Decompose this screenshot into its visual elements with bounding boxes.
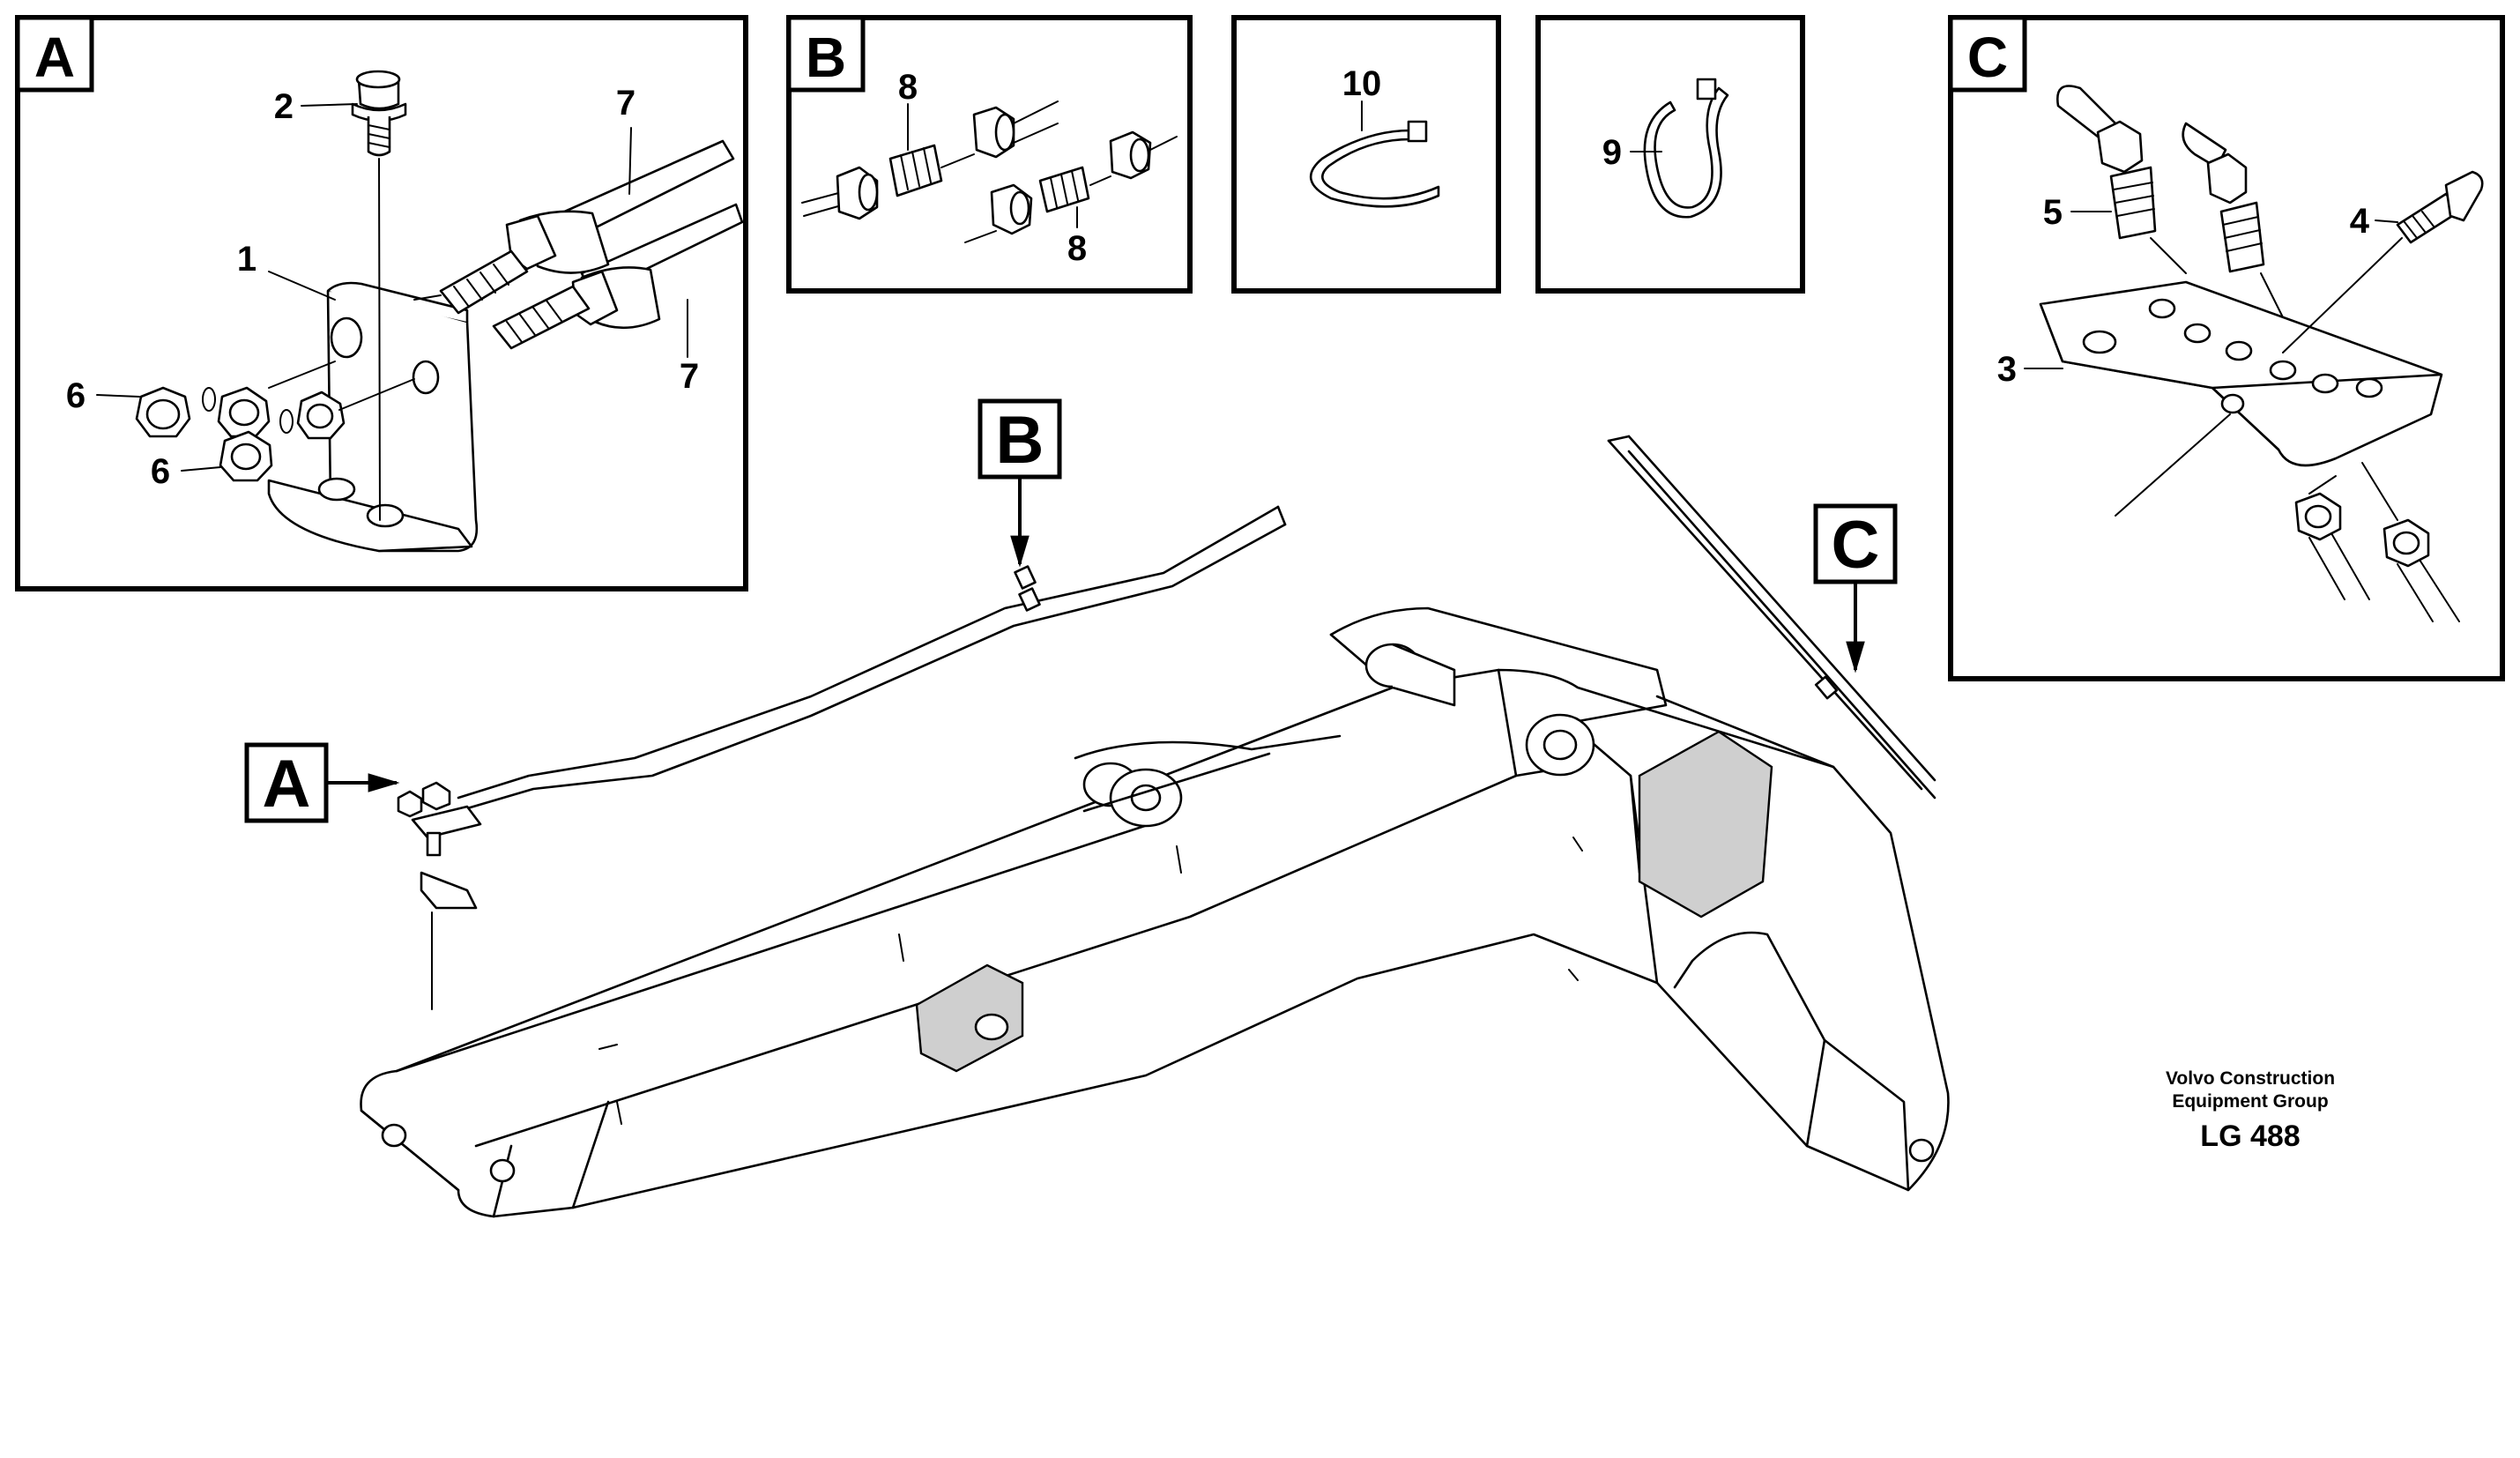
detail-b-letter: B (806, 26, 846, 89)
cable-tie-9 (1643, 78, 1729, 219)
callout-3: 3 (1997, 350, 2063, 389)
publisher-line-1: Volvo Construction (2166, 1068, 2335, 1089)
callout-8-upper: 8 (898, 68, 918, 151)
lower-nuts-c (2115, 413, 2460, 622)
callout-8-lower: 8 (1067, 206, 1087, 268)
main-marker-c-letter: C (1832, 508, 1880, 583)
publisher-signature: Volvo Construction Equipment Group LG 48… (2166, 1068, 2335, 1153)
detail-a-letter: A (34, 26, 75, 89)
main-marker-c: C (1813, 503, 1898, 673)
callout-9: 9 (1602, 133, 1662, 172)
part-number-2: 2 (274, 87, 294, 126)
part-number-10: 10 (1342, 64, 1382, 103)
clamp-bracket-1 (267, 281, 479, 553)
callout-6-lower: 6 (151, 452, 221, 491)
part-number-7-lower: 7 (680, 357, 699, 396)
clamp-plate-3 (2039, 280, 2443, 467)
part-number-8-lower: 8 (1067, 229, 1087, 268)
callout-6-upper: 6 (66, 376, 140, 415)
part-number-7-upper: 7 (616, 84, 636, 123)
hoses-and-nipples-5 (2055, 85, 2284, 318)
callout-5: 5 (2043, 193, 2112, 232)
detail-box-b: B 8 (786, 15, 1193, 294)
detail-c-letter: C (1967, 26, 2008, 89)
nuts-6 (135, 361, 415, 482)
pipes-7 (413, 139, 744, 350)
part-number-6-upper: 6 (66, 376, 85, 415)
screw-4 (2282, 170, 2484, 353)
screw-2 (351, 70, 407, 521)
publisher-line-2: Equipment Group (2172, 1091, 2328, 1112)
callout-4: 4 (2350, 202, 2398, 241)
callout-7-upper: 7 (616, 84, 636, 195)
main-marker-a: A (244, 742, 400, 823)
drawing-code: LG 488 (2200, 1120, 2300, 1153)
detail-box-cable-tie-10: 10 (1231, 15, 1501, 294)
boom-main-view: A B C (244, 398, 1950, 1218)
main-view-clamp-a (397, 781, 482, 1010)
cable-tie-10 (1309, 120, 1440, 208)
callout-7-lower: 7 (680, 299, 699, 396)
part-number-9: 9 (1602, 133, 1622, 172)
detail-box-a: A (15, 15, 748, 591)
part-number-3: 3 (1997, 350, 2017, 389)
main-marker-b: B (978, 398, 1062, 568)
part-number-1: 1 (237, 240, 256, 279)
part-number-5: 5 (2043, 193, 2063, 232)
detail-box-c: C (1948, 15, 2505, 681)
callout-1: 1 (237, 240, 336, 301)
main-marker-b-letter: B (996, 403, 1044, 478)
callout-2: 2 (274, 87, 358, 126)
nipple-fittings-8 (801, 100, 1178, 243)
detail-box-cable-tie-9: 9 (1535, 15, 1805, 294)
main-marker-a-letter: A (263, 747, 311, 822)
part-number-8-upper: 8 (898, 68, 918, 107)
part-number-4: 4 (2350, 202, 2370, 241)
callout-10: 10 (1342, 64, 1382, 131)
part-number-6-lower: 6 (151, 452, 170, 491)
